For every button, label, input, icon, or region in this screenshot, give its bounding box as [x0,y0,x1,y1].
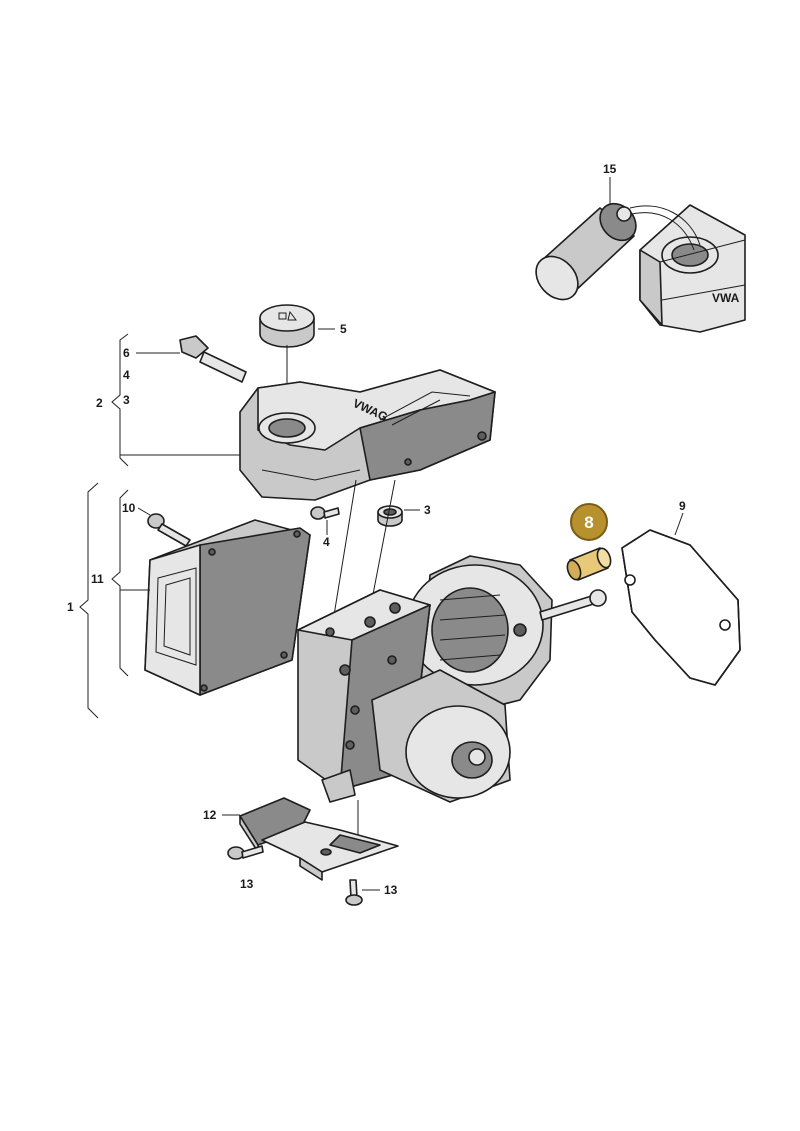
part-12-rubber-pad [239,797,311,853]
part-2-brake-fluid-reservoir: VWAG [239,369,496,501]
callout-4-sensor-group: 4 [123,368,130,382]
callout-9: 9 [679,499,686,513]
callout-12: 12 [203,808,217,822]
leader-9 [674,512,684,536]
leader-10 [137,507,151,516]
part-4-screw [310,506,340,520]
callout-13-bottom: 13 [384,883,398,897]
part-11-control-unit [144,519,311,696]
assembly-line-right [369,479,396,611]
callout-6: 6 [123,346,130,360]
callout-4: 4 [323,535,330,549]
part-15-filter-cartridge [535,202,701,301]
callout-3-sensor-group: 3 [123,393,130,407]
part-9-gasket [621,529,741,686]
part-13-screw-bottom [345,879,363,906]
callout-2: 2 [96,396,103,410]
part-6-level-sensor [179,335,247,383]
callout-1: 1 [67,600,74,614]
bracket-1 [79,482,99,719]
callout-3: 3 [424,503,431,517]
part-hydraulic-unit [297,555,607,803]
part-8-sleeve-highlighted [566,547,612,581]
part-15-inset-reservoir: VWA [639,204,746,333]
bracket-2 [111,333,129,467]
part-mounting-bracket [261,821,399,881]
callout-10: 10 [122,501,136,515]
callout-8[interactable]: 8 [584,513,593,532]
bracket-11 [111,489,129,677]
inset-brand-mark: VWA [712,291,740,305]
callout-8-circle[interactable] [570,503,608,541]
callout-8-badge[interactable]: 8 [570,503,608,541]
callout-15: 15 [603,162,617,176]
callout-5: 5 [340,322,347,336]
callout-13-left: 13 [240,877,254,891]
part-10-bolt [147,513,191,547]
part-3-grommet [377,505,403,527]
callout-11: 11 [91,572,104,586]
part-5-reservoir-cap [259,304,315,348]
part-13-screw-left [227,845,264,860]
